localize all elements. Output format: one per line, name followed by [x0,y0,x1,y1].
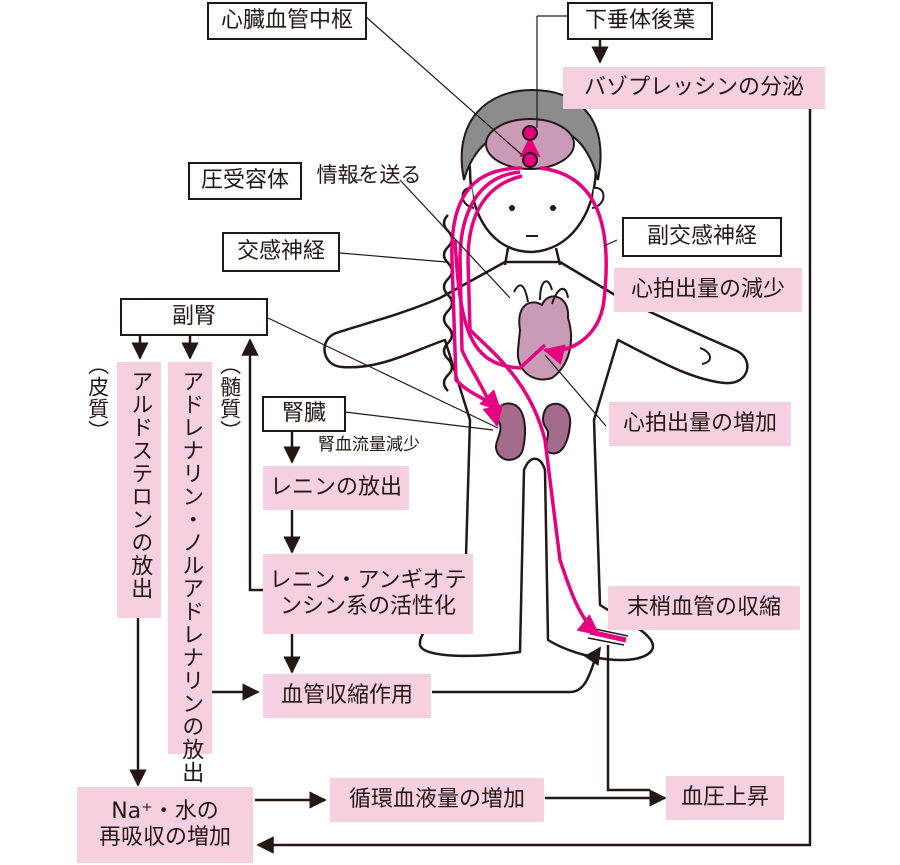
kidney-left-icon [494,402,526,461]
blood-pressure-rise-label: 血圧上昇 [666,776,784,820]
peripheral-vasoconstriction-label: 末梢血管の収縮 [608,586,800,630]
cortex-label: （皮質） [85,354,110,442]
leader-lines [267,15,618,431]
baroreceptor-label: 圧受容体 [188,162,302,200]
adrenal-gland-label: 副腎 [120,298,268,336]
nerve-paths [450,125,608,636]
raa-activation-label: レニン・アンギオテ ンシン系の活性化 [263,554,473,634]
na-water-reabsorption-label: Na⁺・水の 再吸収の増加 [77,787,253,863]
renin-release-label: レニンの放出 [263,466,409,510]
cardiac-output-decrease-label: 心拍出量の減少 [614,268,802,312]
sympathetic-nerve-label: 交感神経 [222,232,340,272]
adrenaline-release-label: アドレナリン・ノルアドレナリンの放出 [168,362,212,784]
posterior-pituitary-label: 下垂体後葉 [567,2,713,40]
vasopressin-secretion-label: バゾプレッシンの分泌 [563,67,825,109]
blood-volume-increase-label: 循環血液量の増加 [330,778,544,822]
parasympathetic-nerve-label: 副交感神経 [622,217,782,257]
cardiovascular-center-label: 心臓血管中枢 [207,2,367,40]
na-line-1: Na⁺・水の [111,798,219,824]
aldosterone-release-label: アルドステロンの放出 [117,362,161,618]
flow-arrows [129,38,812,854]
raa-line-2: ンシン系の活性化 [279,594,456,619]
medulla-label: （髄質） [217,354,242,442]
cardiac-output-increase-label: 心拍出量の増加 [609,402,791,446]
renal-flow-decrease-label: 腎血流量減少 [318,434,420,455]
vasoconstrictive-action-label: 血管収縮作用 [263,674,431,718]
send-info-label: 情報を送る [316,163,422,188]
raa-line-1: レニン・アンギオテ [269,567,467,593]
na-line-2: 再吸収の増加 [98,825,231,850]
kidney-label: 腎臓 [262,396,346,432]
heart-icon [516,295,572,381]
